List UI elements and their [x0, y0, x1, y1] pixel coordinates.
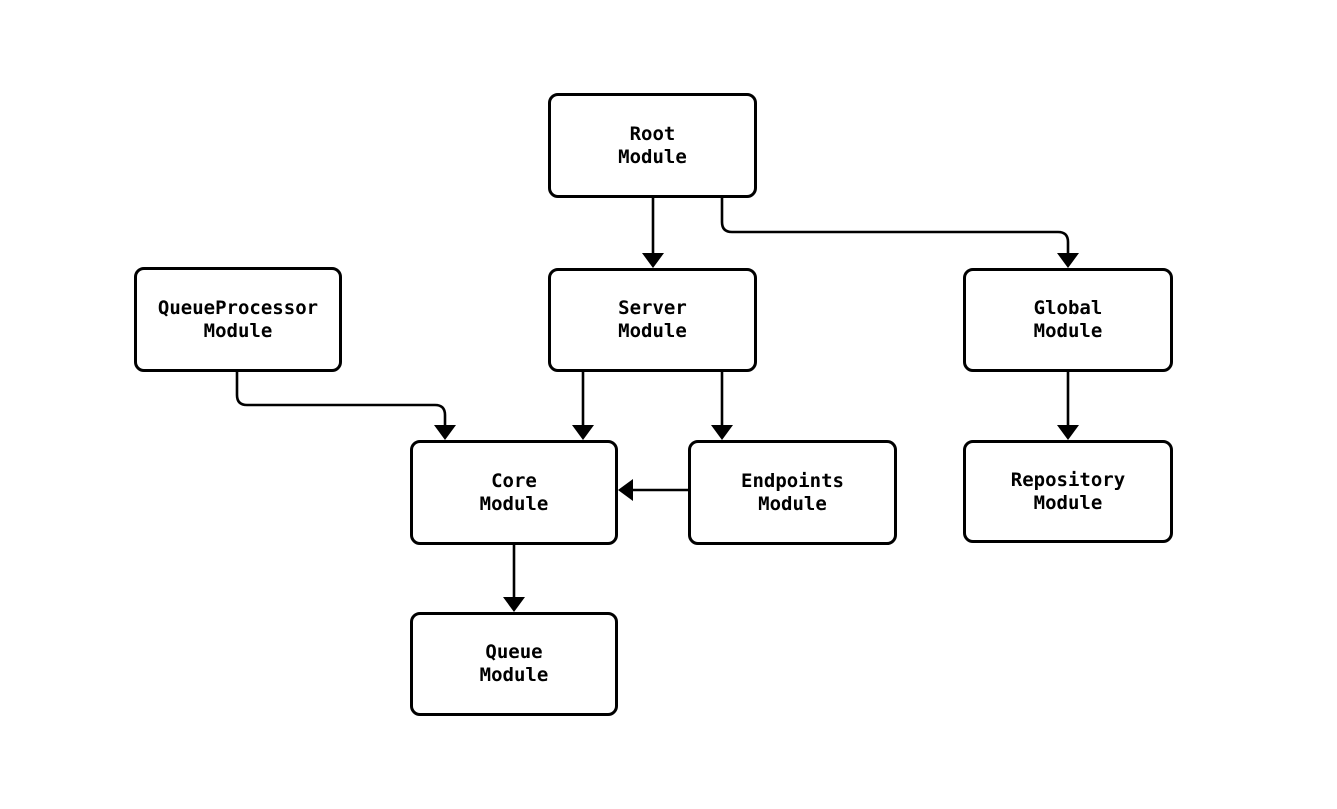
node-label-line2: Module: [758, 492, 827, 515]
edge-server-to-endpoints: [711, 372, 733, 440]
node-label-line2: Module: [618, 145, 687, 168]
node-label-line1: Root: [629, 122, 676, 145]
node-label-line1: Core: [491, 469, 537, 492]
edge-server-to-core: [572, 372, 594, 440]
node-label-line2: Module: [203, 319, 273, 342]
node-label-line1: Repository: [1010, 468, 1126, 491]
node-repository-module: Repository Module: [963, 440, 1173, 543]
edge-endpoints-to-core: [618, 479, 688, 501]
node-label-line1: QueueProcessor: [157, 296, 319, 319]
node-label-line2: Module: [479, 664, 549, 686]
node-label-line1: Endpoints: [741, 469, 844, 492]
node-global-module: Global Module: [963, 268, 1173, 372]
node-root-module: Root Module: [548, 93, 757, 198]
edge-queueprocessor-to-core: [235, 372, 456, 440]
edge-core-to-queue: [503, 545, 525, 612]
node-endpoints-module: Endpoints Module: [688, 440, 897, 545]
node-label-line1: Queue: [485, 641, 543, 663]
node-label-line2: Module: [618, 320, 687, 342]
node-queueprocessor-module: QueueProcessor Module: [134, 267, 342, 372]
node-label-line2: Module: [1033, 320, 1103, 342]
node-label-line1: Server: [618, 297, 687, 319]
node-label-line2: Module: [479, 492, 549, 515]
node-label-line2: Module: [1033, 491, 1103, 514]
edge-root-to-global: [720, 198, 1079, 268]
edge-root-to-server: [642, 198, 664, 268]
node-label-line1: Global: [1033, 297, 1103, 319]
node-core-module: Core Module: [410, 440, 618, 545]
edge-global-to-repository: [1057, 372, 1079, 440]
node-server-module: Server Module: [548, 268, 757, 372]
node-queue-module: Queue Module: [410, 612, 618, 716]
